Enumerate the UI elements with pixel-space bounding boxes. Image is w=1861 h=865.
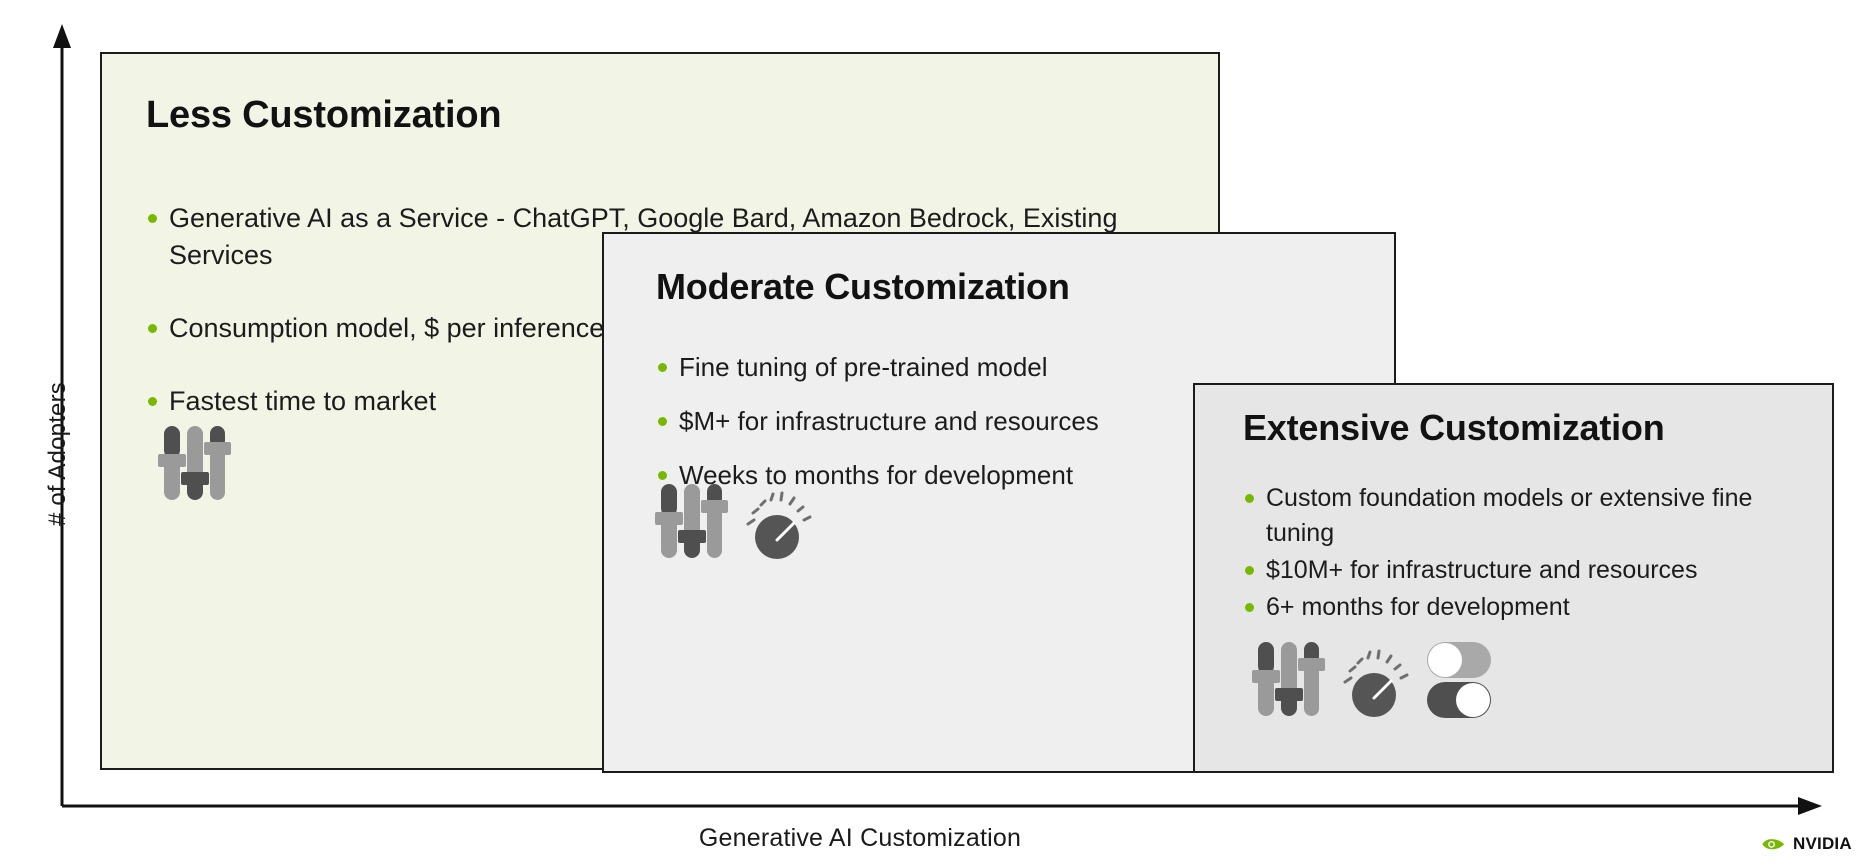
- card-less-bullet-list: Generative AI as a Service - ChatGPT, Go…: [146, 200, 1166, 456]
- card-extensive-customization: Extensive Customization Custom foundatio…: [1193, 383, 1834, 773]
- card-moderate-title: Moderate Customization: [656, 266, 1070, 307]
- nvidia-eye-icon: [1762, 838, 1785, 849]
- card-extensive-icon-row: [1252, 640, 1495, 720]
- list-item: Weeks to months for development: [656, 458, 1366, 493]
- list-item: Fine tuning of pre-trained model: [656, 350, 1366, 385]
- sliders-icon-svg: [655, 484, 728, 558]
- list-item: $10M+ for infrastructure and resources: [1243, 553, 1813, 588]
- gauge-icon: [742, 490, 812, 562]
- list-item: Consumption model, $ per inference: [146, 310, 1166, 347]
- card-moderate-bullet-list: Fine tuning of pre-trained model $M+ for…: [656, 350, 1366, 512]
- list-item: Custom foundation models or extensive fi…: [1243, 481, 1813, 551]
- card-moderate-icon-row: [655, 482, 812, 562]
- card-extensive-title: Extensive Customization: [1243, 407, 1665, 448]
- sliders-icon: [158, 424, 231, 504]
- gauge-icon-svg: [1343, 649, 1409, 717]
- y-axis-label: # of Adopters: [44, 381, 71, 527]
- sliders-icon: [655, 482, 728, 562]
- list-item: 6+ months for development: [1243, 590, 1813, 625]
- card-less-title: Less Customization: [146, 94, 502, 136]
- toggles-icon-svg: [1427, 642, 1491, 718]
- sliders-icon: [1252, 640, 1325, 720]
- x-axis-label: Generative AI Customization: [698, 824, 1022, 852]
- sliders-icon-svg: [1252, 642, 1325, 716]
- card-less-icon-row: [158, 424, 231, 504]
- list-item: Fastest time to market: [146, 383, 1166, 420]
- nvidia-wordmark: NVIDIA: [1793, 834, 1852, 853]
- gauge-icon-svg: [746, 491, 812, 559]
- card-extensive-bullet-list: Custom foundation models or extensive fi…: [1243, 481, 1813, 627]
- list-item: $M+ for infrastructure and resources: [656, 404, 1366, 439]
- nvidia-logo: NVIDIA: [1762, 834, 1852, 854]
- toggles-icon: [1423, 640, 1495, 720]
- list-item: Generative AI as a Service - ChatGPT, Go…: [146, 200, 1166, 274]
- sliders-icon-svg: [158, 426, 231, 500]
- gauge-icon: [1339, 648, 1409, 720]
